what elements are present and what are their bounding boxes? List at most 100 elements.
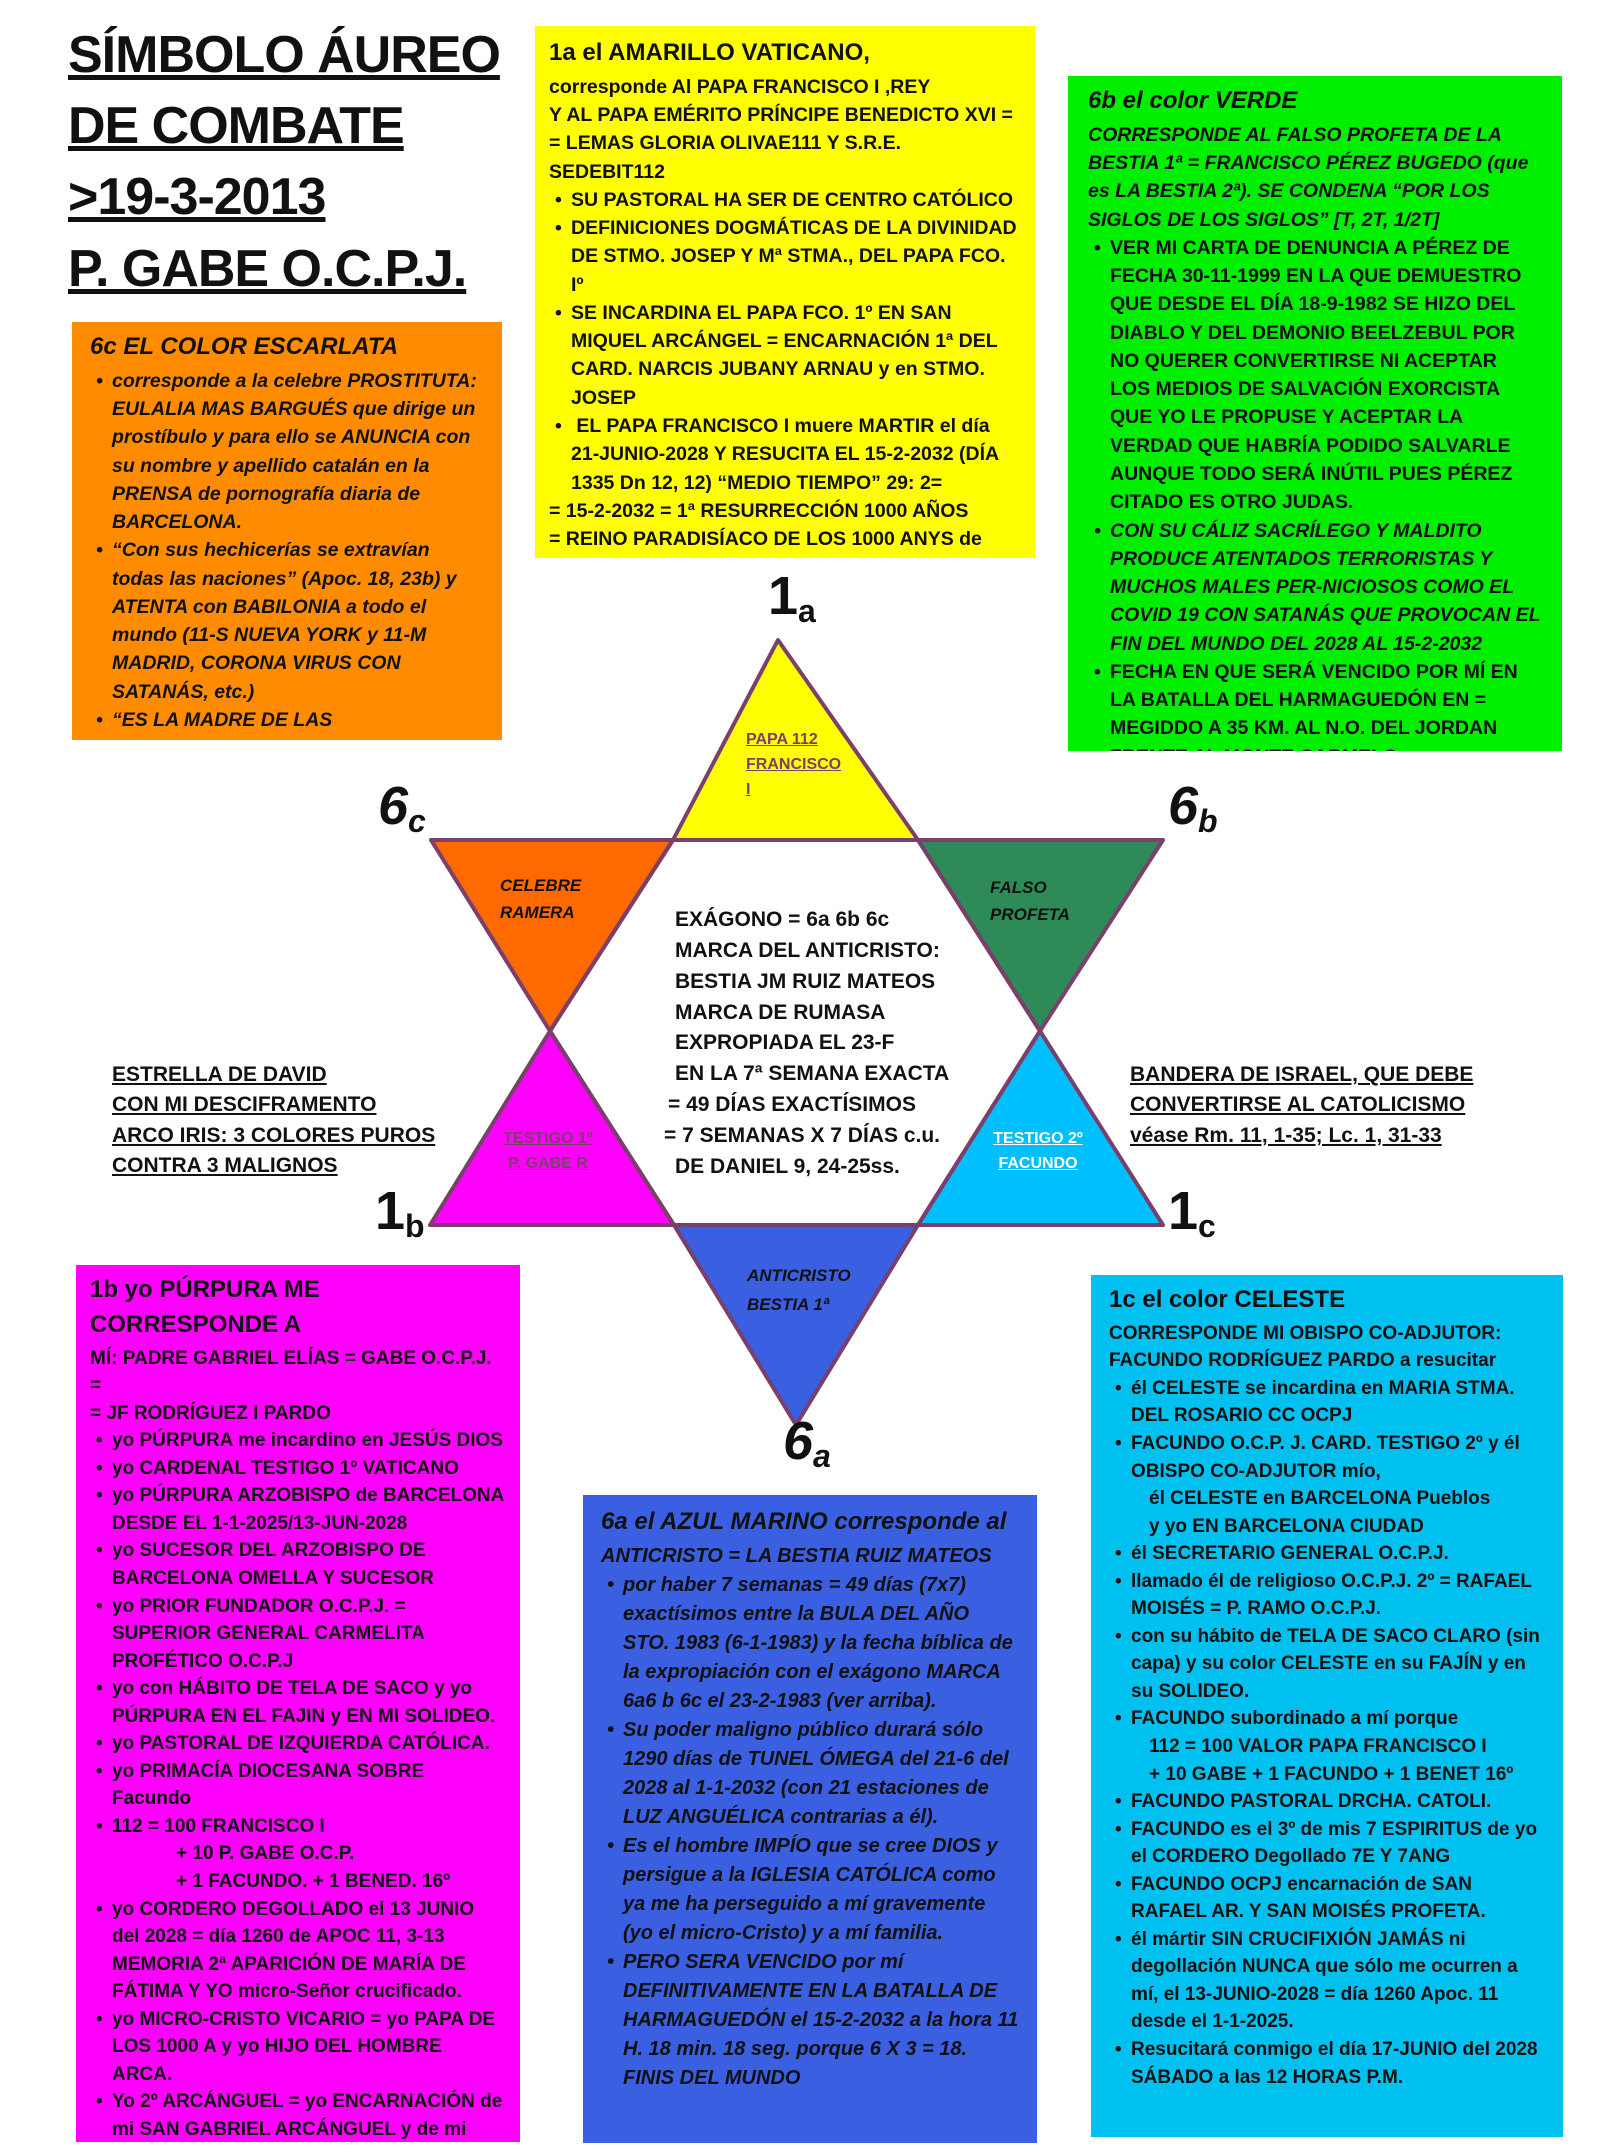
left-note-1: ESTRELLA DE DAVID — [112, 1063, 327, 1086]
center-line-9: DE DANIEL 9, 24-25ss. — [675, 1154, 900, 1178]
node-1a-num: 1 — [768, 566, 799, 626]
label-top-3: I — [746, 780, 751, 798]
label-upper-right-triangle: FALSO PROFETA — [990, 874, 1070, 928]
box-line: FECHA EN QUE SERÁ VENCIDO POR MÍ EN LA B… — [1088, 658, 1542, 751]
label-lr-2: FACUNDO — [998, 1154, 1078, 1172]
blue-box-lines: ANTICRISTO = LA BESTIA RUIZ MATEOS por ha… — [601, 1542, 1019, 2093]
node-6a: 6a — [783, 1410, 831, 1475]
right-note-1: BANDERA DE ISRAEL, QUE DEBE — [1130, 1063, 1474, 1086]
label-ll-1: TESTIGO 1º — [503, 1130, 593, 1147]
title-line-2: DE COMBATE — [68, 97, 405, 156]
right-note-2: CONVERTIRSE AL CATOLICISMO — [1130, 1093, 1466, 1117]
center-line-3: BESTIA JM RUIZ MATEOS — [675, 969, 936, 993]
box-line: corresponde a la celebre PROSTITUTA: EUL… — [90, 367, 484, 537]
box-line: FACUNDO OCPJ encarnación de SAN RAFAEL A… — [1109, 1871, 1545, 1926]
box-line: = REINO PARADISÍACO DE LOS 1000 ANYS de — [549, 528, 982, 551]
node-6b-num: 6 — [1168, 776, 1199, 836]
box-line: = JF RODRÍGUEZ I PARDO — [90, 1402, 331, 1424]
node-1a-sub: a — [798, 593, 816, 629]
center-line-1: EXÁGONO = 6a 6b 6c — [675, 908, 890, 931]
label-upper-left-triangle: CELEBRE RAMERA — [500, 872, 581, 926]
label-lower-right-triangle: TESTIGO 2º FACUNDO — [988, 1127, 1088, 1177]
box-line: él SECRETARIO GENERAL O.C.P.J. — [1109, 1540, 1545, 1568]
box-line: Yo 2º ARCÁNGUEL = yo ENCARNACIÓN de mi S… — [90, 2088, 506, 2142]
title-line-1: SÍMBOLO ÁUREO — [68, 26, 501, 84]
box-line: + 1 FACUNDO. + 1 BENED. 16º — [176, 1870, 451, 1892]
box-line: FACUNDO O.C.P. J. CARD. TESTIGO 2º y él … — [1109, 1430, 1545, 1485]
box-line: CORRESPONDE AL FALSO PROFETA DE LA BESTI… — [1088, 123, 1529, 231]
box-line: corresponde Al PAPA FRANCISCO I ,REY — [549, 75, 931, 98]
box-line: llamado él de religioso O.C.P.J. 2º = RA… — [1109, 1568, 1545, 1623]
orange-box-heading: 6c EL COLOR ESCARLATA — [90, 333, 399, 360]
box-line: = LEMAS GLORIA OLIVAE111 Y S.R.E. SEDEBI… — [549, 132, 902, 183]
yellow-box-lines: corresponde Al PAPA FRANCISCO I ,REY Y AL… — [549, 73, 1021, 558]
yellow-box-heading: 1a el AMARILLO VATICANO, — [549, 39, 870, 66]
box-line: Y AL PAPA EMÉRITO PRÍNCIPE BENEDICTO XVI… — [549, 104, 1013, 127]
blue-box-heading: 6a el AZUL MARINO corresponde al — [601, 1508, 1007, 1535]
blue-box: 6a el AZUL MARINO corresponde al ANTICRI… — [583, 1495, 1037, 2143]
box-line: “Con sus hechicerías se extravían todas … — [90, 536, 484, 706]
label-ur-1: FALSO — [990, 878, 1047, 897]
cyan-box: 1c el color CELESTE CORRESPONDE MI OBISP… — [1091, 1275, 1563, 2137]
node-6c-num: 6 — [378, 776, 409, 836]
label-ul-1: CELEBRE — [500, 876, 582, 895]
box-line: ANTICRISTO = LA BESTIA RUIZ MATEOS — [601, 1544, 992, 1567]
triangle-bottom-blue — [672, 1223, 920, 1427]
center-line-4: MARCA DE RUMASA — [675, 1000, 886, 1024]
yellow-box: 1a el AMARILLO VATICANO, corresponde Al … — [535, 26, 1035, 558]
orange-box-lines: corresponde a la celebre PROSTITUTA: EUL… — [90, 367, 484, 740]
box-line: PERO SERA VENCIDO por mí DEFINITIVAMENTE… — [601, 1948, 1019, 2093]
node-6c: 6c — [378, 775, 426, 840]
left-note-3: ARCO IRIS: 3 COLORES PUROS — [112, 1123, 436, 1147]
box-line: SU PASTORAL HA SER DE CENTRO CATÓLICO — [549, 186, 1021, 214]
node-1c-sub: c — [1198, 1208, 1216, 1244]
node-1c-num: 1 — [1168, 1181, 1199, 1241]
center-line-6: EN LA 7ª SEMANA EXACTA — [675, 1062, 950, 1086]
box-line: + 10 GABE + 1 FACUNDO + 1 BENET 16º — [1149, 1763, 1514, 1785]
box-line: yo CARDENAL TESTIGO 1º VATICANO — [90, 1455, 506, 1483]
title-line-3: >19-3-2013 — [68, 168, 326, 227]
box-line: él CELESTE en BARCELONA Pueblos — [1149, 1488, 1491, 1510]
box-line: FACUNDO es el 3º de mis 7 ESPIRITUS de y… — [1109, 1816, 1545, 1871]
label-ur-2: PROFETA — [990, 905, 1070, 925]
box-line: Resucitará conmigo el día 17-JUNIO del 2… — [1109, 2036, 1545, 2091]
box-line: CORRESPONDE MI OBISPO CO-ADJUTOR: FACUND… — [1109, 1322, 1502, 1372]
node-1c: 1c — [1168, 1180, 1216, 1245]
box-line: SE INCARDINA EL PAPA FCO. 1º EN SAN MIQU… — [549, 299, 1021, 412]
box-line: 112 = 100 VALOR PAPA FRANCISCO I — [1149, 1736, 1487, 1757]
box-line: él CELESTE se incardina en MARIA STMA. D… — [1109, 1375, 1545, 1430]
orange-box: 6c EL COLOR ESCARLATA corresponde a la c… — [72, 322, 502, 740]
box-line: yo PRIMACÍA DIOCESANA SOBRE Facundo — [90, 1758, 506, 1813]
box-line: yo micro-CRISTO ó PAPA RESUCITADO de los — [549, 553, 1021, 558]
center-line-8: = 7 SEMANAS X 7 DÍAS c.u. — [664, 1124, 940, 1148]
label-lr-1: TESTIGO 2º — [993, 1130, 1083, 1147]
box-line: FACUNDO subordinado a mí porque — [1109, 1705, 1545, 1733]
node-6c-sub: c — [408, 803, 426, 839]
hexagon-outline — [547, 838, 1043, 1227]
label-lower-left-triangle: TESTIGO 1º P. GABE R — [500, 1127, 596, 1177]
hexagon-center-text: EXÁGONO = 6a 6b 6c MARCA DEL ANTICRISTO:… — [664, 905, 950, 1183]
center-line-5: EXPROPIADA EL 23-F — [675, 1031, 895, 1055]
box-line: EL PAPA FRANCISCO I muere MARTIR el día … — [549, 412, 1021, 497]
triangle-upper-right-green — [916, 838, 1165, 1033]
label-ul-2: RAMERA — [500, 903, 575, 923]
node-1b-sub: b — [405, 1208, 425, 1244]
label-bottom-triangle: ANTICRISTO BESTIA 1ª — [747, 1262, 851, 1320]
box-line: yo CORDERO DEGOLLADO el 13 JUNIO del 202… — [90, 1896, 506, 2006]
label-ll-2: P. GABE R — [508, 1154, 588, 1172]
green-box-heading: 6b el color VERDE — [1088, 87, 1298, 114]
box-line: Su poder maligno público durará sólo 129… — [601, 1716, 1019, 1832]
box-line: yo SUCESOR DEL ARZOBISPO DE BARCELONA OM… — [90, 1537, 506, 1592]
box-line: DEFINICIONES DOGMÁTICAS DE LA DIVINIDAD … — [549, 214, 1021, 299]
green-box-lines: CORRESPONDE AL FALSO PROFETA DE LA BESTI… — [1088, 121, 1542, 751]
box-line: Es el hombre IMPÍO que se cree DIOS y pe… — [601, 1832, 1019, 1948]
box-line: VER MI CARTA DE DENUNCIA A PÉREZ DE FECH… — [1088, 234, 1542, 517]
node-1a: 1a — [768, 565, 816, 630]
center-line-7: = 49 DÍAS EXACTÍSIMOS — [668, 1093, 916, 1117]
box-line: 112 = 100 FRANCISCO I — [90, 1813, 506, 1841]
box-line: yo PRIOR FUNDADOR O.C.P.J. = SUPERIOR GE… — [90, 1593, 506, 1676]
box-line: por haber 7 semanas = 49 días (7x7) exac… — [601, 1571, 1019, 1716]
box-line: FACUNDO PASTORAL DRCHA. CATOLI. — [1109, 1788, 1545, 1816]
box-line: con su hábito de TELA DE SACO CLARO (sin… — [1109, 1623, 1545, 1706]
